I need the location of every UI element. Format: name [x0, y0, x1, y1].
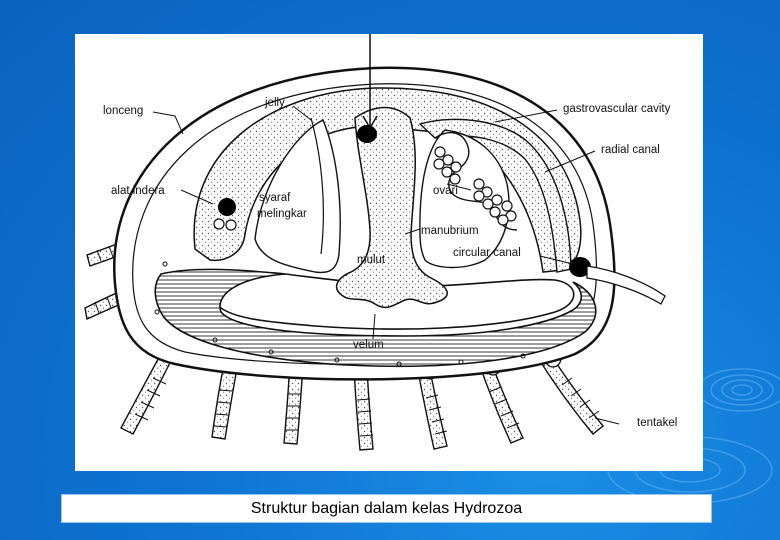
- hydrozoa-diagram: lonceng jelly gastrovascular cavity radi…: [84, 34, 677, 451]
- velum-band: [154, 268, 597, 368]
- label-alat-indera: alat indera: [111, 185, 165, 197]
- right-tentacle-stub: [586, 265, 666, 305]
- label-melingkar: melingkar: [257, 208, 307, 220]
- label-lonceng: lonceng: [103, 105, 143, 117]
- bell-inner-rim: [132, 83, 598, 365]
- tentacle-rings: [94, 237, 600, 437]
- sense-organ: [213, 198, 237, 231]
- label-jelly: jelly: [264, 97, 285, 109]
- caption-text: Struktur bagian dalam kelas Hydrozoa: [250, 499, 523, 517]
- label-manubrium: manubrium: [421, 225, 479, 237]
- ovary: [433, 131, 518, 231]
- nerve-ring: [310, 117, 324, 255]
- label-ovari: ovari: [433, 185, 458, 197]
- manubrium: [335, 106, 448, 309]
- label-mulut: mulut: [357, 254, 386, 266]
- label-velum: velum: [353, 339, 384, 351]
- rim-marks: [154, 261, 526, 367]
- label-circular-canal: circular canal: [453, 247, 521, 259]
- top-arrowhead: [362, 115, 378, 130]
- diagram-panel: lonceng jelly gastrovascular cavity radi…: [75, 34, 703, 471]
- label-tentakel: tentakel: [637, 417, 677, 429]
- caption-box: Struktur bagian dalam kelas Hydrozoa: [61, 494, 712, 523]
- manubrium-dot: [357, 125, 377, 143]
- leader-lines: [152, 105, 620, 425]
- label-syaraf: syaraf: [259, 192, 291, 204]
- circular-canal-dot: [569, 257, 591, 277]
- label-gastrovascular-cavity: gastrovascular cavity: [563, 103, 671, 115]
- label-radial-canal: radial canal: [601, 144, 660, 156]
